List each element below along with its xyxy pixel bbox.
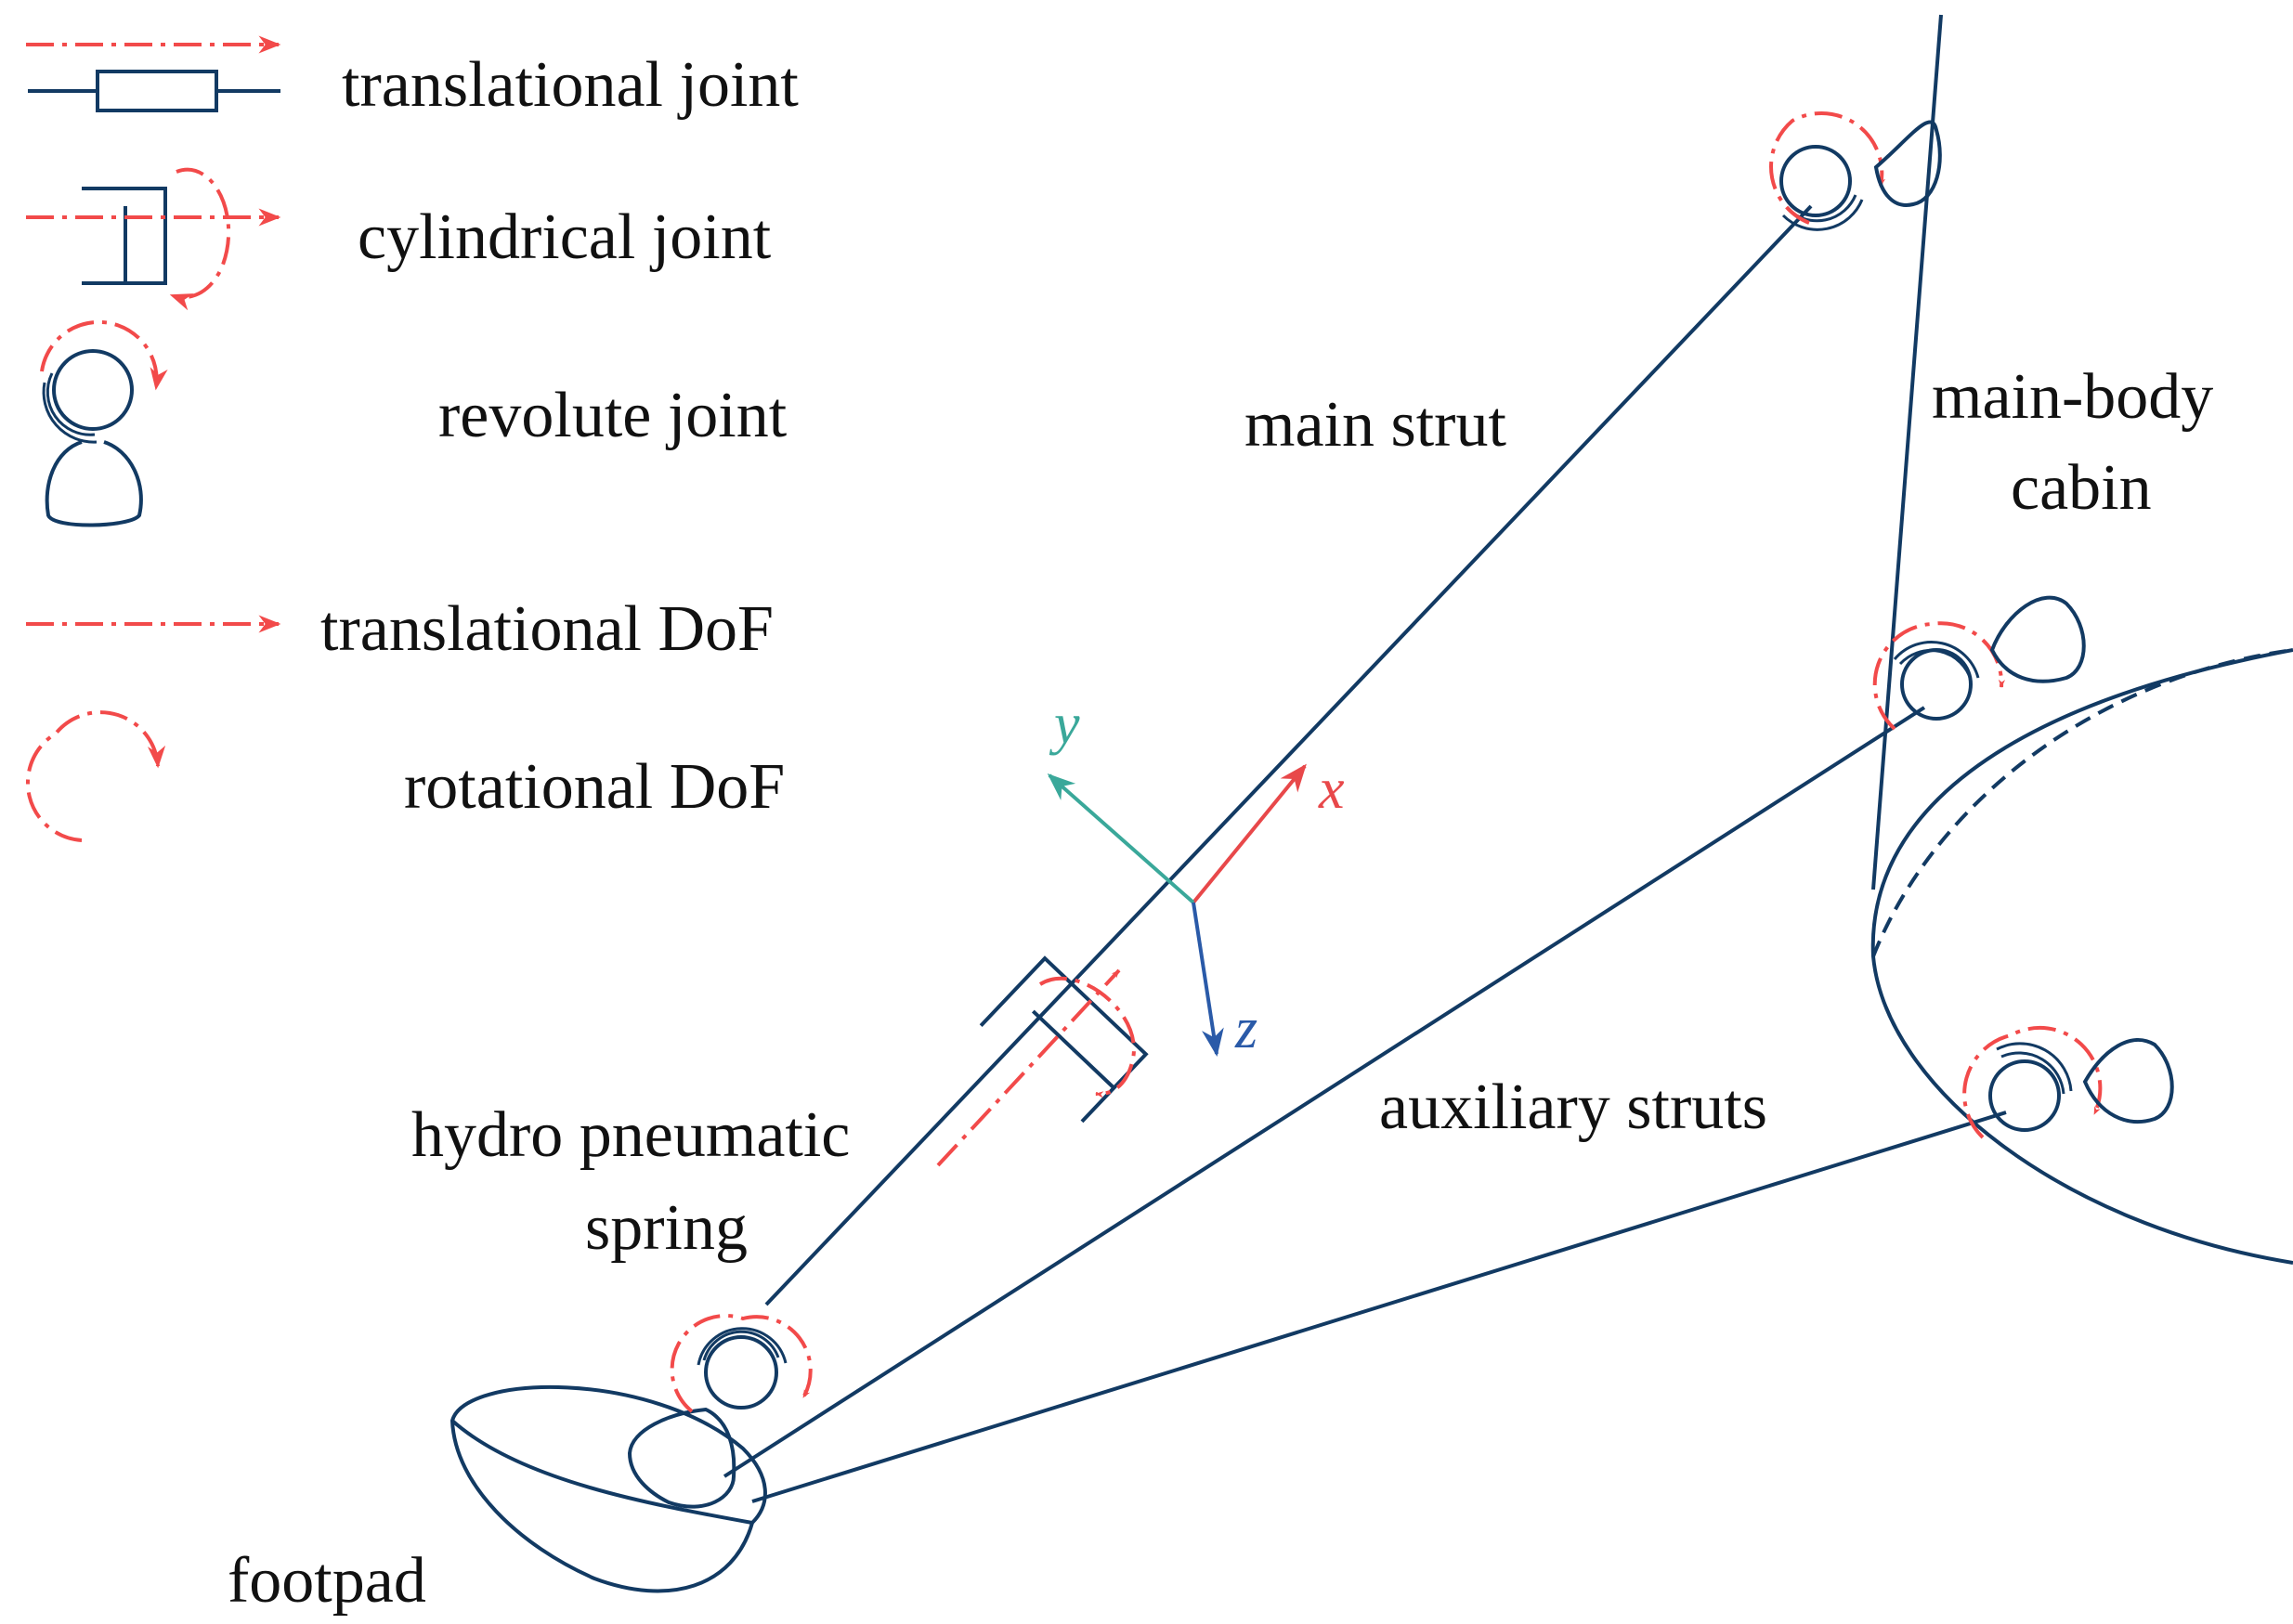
z-axis-arrow xyxy=(1192,902,1224,1057)
z-axis-label: z xyxy=(1234,997,1257,1060)
structure xyxy=(449,14,2293,1593)
revolute-joint-icon xyxy=(40,319,168,527)
legend: translational joint cylindrical joint re… xyxy=(25,35,799,842)
spring-label-line2: spring xyxy=(585,1192,748,1264)
main-strut-label: main strut xyxy=(1244,389,1506,461)
legend-revolute-joint-label: revolute joint xyxy=(438,380,788,451)
rotational-dof-icon xyxy=(25,710,166,842)
auxiliary-struts-label: auxiliary struts xyxy=(1379,1072,1767,1143)
legend-translational-dof-label: translational DoF xyxy=(320,593,774,665)
main-body-label-line1: main-body xyxy=(1932,361,2213,433)
revolute-joint-footpad xyxy=(670,1314,813,1413)
legend-rotational-dof-label: rotational DoF xyxy=(404,751,785,823)
translational-joint-icon xyxy=(26,35,281,112)
legend-translational-joint-label: translational joint xyxy=(342,49,799,121)
revolute-joint-cabin-lower xyxy=(1962,1025,2174,1139)
main-strut xyxy=(764,204,1813,1306)
x-axis-arrow xyxy=(1192,763,1307,904)
cabin-line xyxy=(1871,14,1943,890)
revolute-joint-cabin-upper xyxy=(1872,595,2086,731)
auxiliary-strut-lower xyxy=(751,1111,2007,1503)
main-body-label-line2: cabin xyxy=(2011,452,2152,524)
cabin-outline xyxy=(1870,648,2293,1265)
auxiliary-strut-upper xyxy=(723,706,1926,1478)
y-axis-arrow xyxy=(1047,773,1195,904)
y-axis-label: y xyxy=(1049,693,1080,756)
coordinate-frame: x y z xyxy=(1047,693,1345,1060)
cabin-hidden-edge xyxy=(1871,648,2293,957)
revolute-joint-top xyxy=(1769,110,1942,231)
footpad-shape xyxy=(449,1384,767,1593)
cylindrical-joint-spring xyxy=(936,955,1149,1167)
part-labels: main strut main-body cabin auxiliary str… xyxy=(228,361,2213,1617)
legend-cylindrical-joint-label: cylindrical joint xyxy=(358,201,772,273)
x-axis-label: x xyxy=(1318,758,1345,821)
cylindrical-joint-icon xyxy=(26,167,281,311)
spring-label-line1: hydro pneumatic xyxy=(411,1099,850,1171)
footpad-label: footpad xyxy=(228,1545,426,1617)
